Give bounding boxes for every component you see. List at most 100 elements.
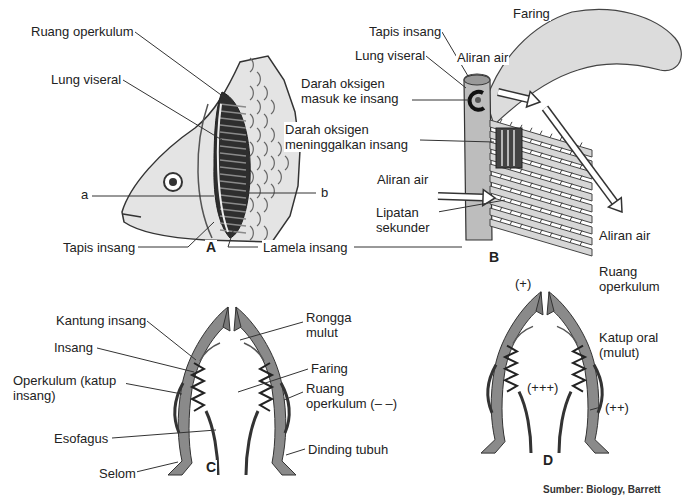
gill-filament [500,174,502,178]
leader-lines [138,222,214,247]
part-label: Lung viseral [50,72,122,87]
gill-filament [510,188,512,192]
gill-lamella [220,111,246,114]
section-half [281,383,289,433]
gill-lamella [220,174,246,177]
part-label: Ruang operkulum (– –) [305,381,403,411]
fish-scale [264,198,267,212]
section-half [234,307,296,475]
gill-filament [540,208,542,212]
gill-lamella [220,167,246,170]
fish-scale [271,128,274,142]
part-label: Aliran air [456,50,509,65]
section-half [594,365,602,413]
gill-filament [530,161,532,165]
section-half [488,365,496,413]
gill-filament [510,122,512,126]
gill-filament [550,200,552,204]
leader-lines [284,392,303,400]
leader-lines [412,100,469,101]
leader-lines [240,322,303,340]
gill-lamella [220,188,246,191]
gill-filament [560,192,562,196]
section-half [536,292,543,315]
gill-filament [580,142,582,146]
fish-scale [257,128,260,142]
leader-lines [590,407,601,410]
section-half [175,383,183,433]
leader-lines [118,382,182,394]
part-label: Darah oksigen meninggalkan insang [284,122,418,152]
fish-head [169,178,177,186]
part-label: Aliran air [376,172,429,187]
gill-filament [510,210,512,214]
gill-filament [490,218,592,256]
gill-lamella [220,104,246,107]
gill-filament [550,178,552,182]
part-label: Dinding tubuh [307,442,389,457]
head-sections [168,292,609,475]
gill-filament [560,203,562,207]
part-label: Aliran air [598,228,651,243]
fish-scale [250,114,253,128]
gill-filament [570,173,572,177]
fish-scale [257,72,260,86]
gill-filament [550,145,552,149]
gill-filament [580,186,582,190]
gill-filament [500,207,502,211]
section-half [206,411,218,475]
gill-lamella [220,160,246,163]
fish-scale [271,100,274,114]
gill-filament [530,205,532,209]
gill-filament [520,180,522,184]
gill-filament [510,221,512,225]
section-half [481,292,543,453]
gill-filament [560,225,562,229]
fish-scale [250,86,253,100]
fish-scale [271,156,274,170]
panel-letter: D [542,453,554,468]
gill-filament [580,219,582,223]
leader-lines [112,430,216,438]
part-label: Tapis insang [62,240,136,255]
gill-filament [580,208,582,212]
leader-lines [135,32,228,100]
gill-arch [438,10,681,256]
fish-scale [271,184,274,198]
part-label: Kantung insang [55,313,147,328]
section-half [557,326,577,343]
fish-scale [257,100,260,114]
gill-filament [570,151,572,155]
gill-filament [570,195,572,199]
gill-filament [570,206,572,210]
gill-filament [560,214,562,218]
gill-lamella [220,202,246,205]
flow-arrow [545,108,615,203]
gill-lamella [220,146,246,149]
section-half [192,363,204,411]
leader-lines [97,348,194,372]
gill-filament [510,199,512,203]
section-half [200,343,220,361]
gill-filament [560,236,562,240]
section-half [223,307,230,331]
gill-filament [530,216,532,220]
leader-lines [123,80,222,140]
gill-lamella [220,139,246,142]
fish-scale [285,156,288,170]
section-half [559,392,571,453]
section-half [168,307,230,475]
gill-filament [530,183,532,187]
gill-arch [496,128,522,168]
flow-arrow [545,108,622,212]
section-half [260,363,272,411]
gill-filament [530,139,532,143]
gill-filament [580,197,582,201]
water-flow-arrows [438,91,622,212]
flow-arrow [608,198,622,212]
part-label: Operkulum (katup insang) [12,373,126,403]
gill-lamella [220,209,246,212]
part-label: Lung viseral [354,48,426,63]
gill-filament [570,162,572,166]
fish-head [122,56,300,242]
